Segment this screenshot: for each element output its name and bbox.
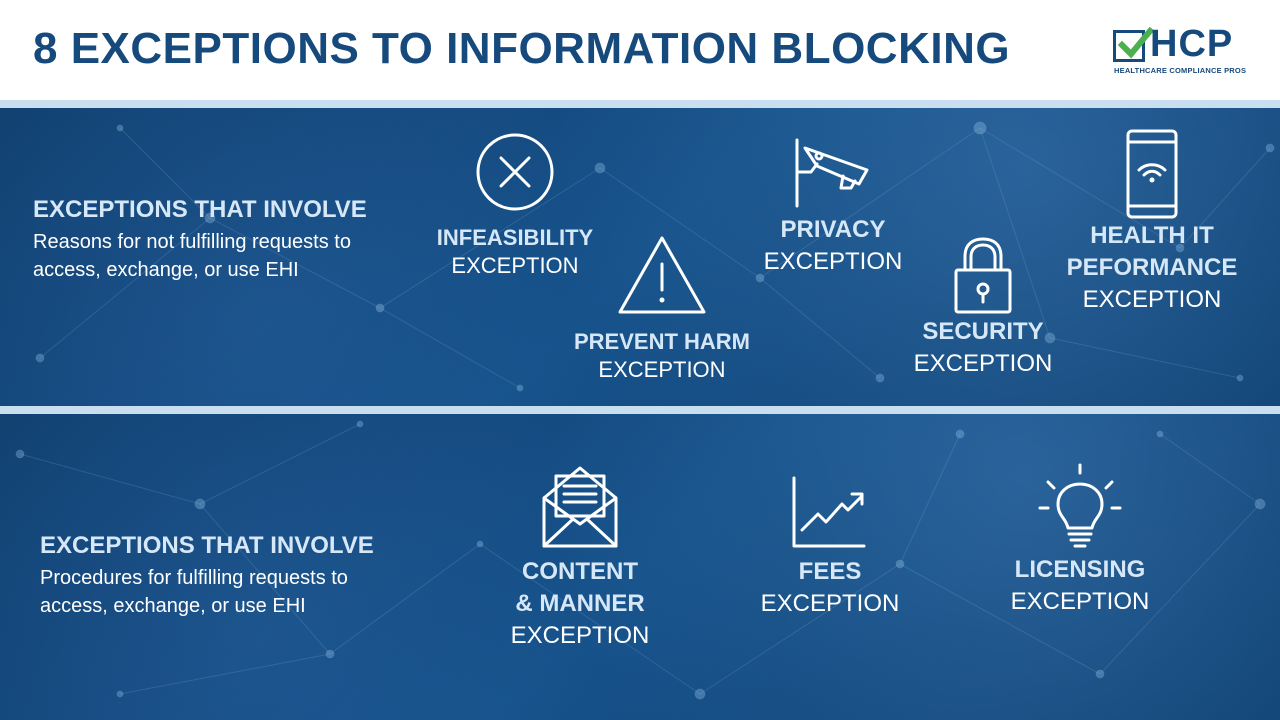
item-name-line1: CONTENT — [522, 558, 638, 585]
item-sub: EXCEPTION — [598, 357, 726, 382]
network-background — [15, 420, 1266, 700]
item-sub: EXCEPTION — [1082, 286, 1222, 313]
procedures-panel: EXCEPTIONS THAT INVOLVE Procedures for f… — [0, 414, 1280, 720]
top-band — [0, 100, 1280, 108]
reasons-description: Reasons for not fulfilling requests to a… — [33, 231, 351, 281]
open-envelope-icon — [542, 466, 618, 548]
security-camera-icon — [795, 138, 869, 208]
logo-subtext: HEALTHCARE COMPLIANCE PROS — [1114, 66, 1247, 75]
page-title: 8 EXCEPTIONS TO INFORMATION BLOCKING — [33, 24, 1011, 73]
item-name: SECURITY — [922, 318, 1044, 345]
infeasibility-exception: INFEASIBILITY EXCEPTION — [425, 132, 605, 280]
item-sub: EXCEPTION — [510, 622, 650, 649]
warning-triangle-icon — [618, 236, 706, 314]
item-name: PRIVACY — [780, 216, 886, 243]
reasons-panel: EXCEPTIONS THAT INVOLVE Reasons for not … — [0, 108, 1280, 406]
reasons-title: EXCEPTIONS THAT INVOLVE — [33, 196, 367, 223]
item-name: LICENSING — [1014, 556, 1146, 583]
lightbulb-icon — [1038, 463, 1122, 548]
x-circle-icon — [476, 133, 554, 211]
item-name-line2: PEFORMANCE — [1066, 254, 1238, 281]
item-name: FEES — [798, 558, 862, 585]
health-it-performance-exception: HEALTH IT PEFORMANCE EXCEPTION — [1052, 128, 1252, 316]
header: 8 EXCEPTIONS TO INFORMATION BLOCKING HCP… — [0, 0, 1280, 100]
procedures-title: EXCEPTIONS THAT INVOLVE — [40, 532, 374, 559]
padlock-icon — [954, 237, 1012, 314]
privacy-exception: PRIVACY EXCEPTION — [742, 136, 924, 278]
item-sub: EXCEPTION — [760, 590, 900, 617]
checkbox-icon — [1113, 27, 1154, 62]
logo-text: HCP — [1150, 23, 1234, 65]
growth-chart-icon — [792, 476, 866, 548]
mobile-wifi-icon — [1126, 129, 1178, 219]
licensing-exception: LICENSING EXCEPTION — [992, 462, 1168, 618]
item-sub: EXCEPTION — [913, 350, 1053, 377]
security-exception: SECURITY EXCEPTION — [898, 236, 1068, 380]
procedures-description: Procedures for fulfilling requests to ac… — [40, 567, 348, 617]
item-sub: EXCEPTION — [451, 253, 579, 278]
item-name: PREVENT HARM — [573, 329, 750, 354]
item-name-line2: & MANNER — [515, 590, 645, 617]
section-divider — [0, 406, 1280, 414]
fees-exception: FEES EXCEPTION — [745, 476, 915, 620]
item-name: INFEASIBILITY — [436, 225, 594, 250]
content-manner-exception: CONTENT & MANNER EXCEPTION — [495, 462, 665, 652]
hcp-logo: HCP HEALTHCARE COMPLIANCE PROS — [1113, 23, 1253, 80]
item-sub: EXCEPTION — [1010, 588, 1150, 615]
item-name-line1: HEALTH IT — [1090, 222, 1214, 249]
item-sub: EXCEPTION — [763, 248, 903, 275]
network-background — [35, 121, 1275, 392]
prevent-harm-exception: PREVENT HARM EXCEPTION — [562, 234, 762, 384]
